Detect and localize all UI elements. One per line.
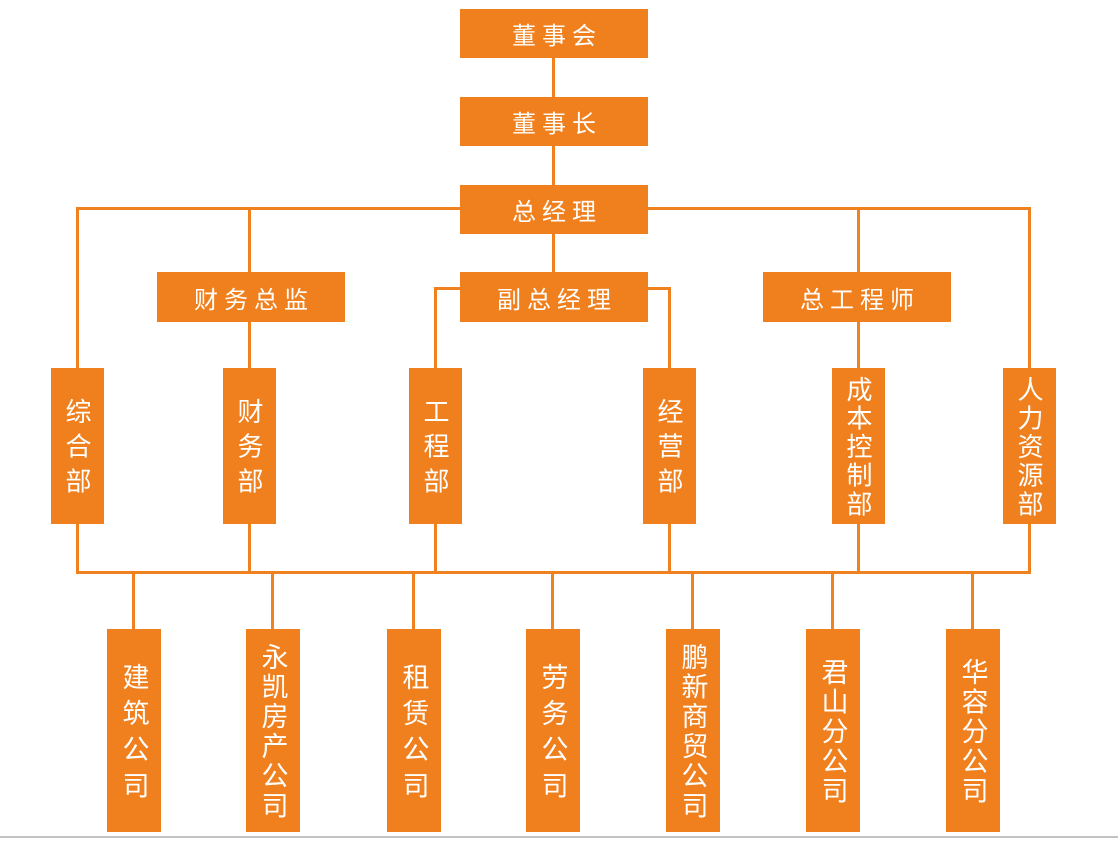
node-dept-general-affairs: 综合部 bbox=[51, 368, 104, 524]
connector-deputy-right-elbow-h bbox=[648, 287, 671, 290]
node-company-huarong-branch-label: 华容分公司 bbox=[957, 657, 988, 807]
connector-deputy-left-elbow-v bbox=[434, 287, 437, 368]
connector-dept1-bus bbox=[76, 524, 79, 574]
connector-dept5-bus bbox=[857, 524, 860, 574]
connector-dept2-bus bbox=[248, 524, 251, 574]
node-general-manager: 总经理 bbox=[460, 185, 648, 234]
connector-board-chairman bbox=[552, 58, 555, 97]
connector-bus-company2 bbox=[271, 571, 274, 630]
connector-bus-company4 bbox=[551, 571, 554, 630]
connector-dept4-bus bbox=[668, 524, 671, 574]
node-company-junshan-branch-label: 君山分公司 bbox=[817, 657, 848, 807]
node-general-manager-label: 总经理 bbox=[512, 199, 602, 226]
connector-bus-company7 bbox=[971, 571, 974, 630]
node-dept-finance: 财务部 bbox=[223, 368, 276, 524]
node-deputy-general-manager: 副总经理 bbox=[460, 272, 648, 322]
node-dept-finance-label: 财务部 bbox=[234, 398, 264, 503]
node-dept-human-resources: 人力资源部 bbox=[1003, 368, 1056, 524]
node-board-of-directors: 董事会 bbox=[460, 9, 648, 58]
connector-bus-hr-dept bbox=[1028, 207, 1031, 368]
node-company-leasing-label: 租赁公司 bbox=[398, 662, 429, 808]
node-company-labor-services: 劳务公司 bbox=[526, 629, 580, 832]
node-chief-engineer-label: 总工程师 bbox=[800, 286, 920, 314]
node-dept-human-resources-label: 人力资源部 bbox=[1014, 375, 1044, 519]
node-finance-director: 财务总监 bbox=[157, 272, 345, 322]
connector-deputy-left-elbow-h bbox=[434, 287, 460, 290]
node-dept-operations-label: 经营部 bbox=[654, 398, 684, 503]
connector-bus-company5 bbox=[691, 571, 694, 630]
connector-chairman-gm bbox=[552, 146, 555, 185]
node-board-of-directors-label: 董事会 bbox=[512, 23, 602, 50]
node-chief-engineer: 总工程师 bbox=[763, 272, 951, 322]
connector-dept3-bus bbox=[434, 524, 437, 574]
node-company-pengxin-trading: 鹏新商贸公司 bbox=[666, 629, 720, 832]
connector-deputy-right-elbow-v bbox=[668, 287, 671, 368]
node-dept-engineering-label: 工程部 bbox=[420, 398, 450, 503]
node-company-junshan-branch: 君山分公司 bbox=[806, 629, 860, 832]
page-bottom-edge bbox=[0, 836, 1118, 838]
node-dept-general-affairs-label: 综合部 bbox=[62, 398, 92, 503]
node-dept-cost-control: 成本控制部 bbox=[832, 368, 885, 524]
node-finance-director-label: 财务总监 bbox=[194, 286, 314, 314]
node-company-yongkai-realestate-label: 永凯房产公司 bbox=[257, 642, 288, 821]
node-company-construction: 建筑公司 bbox=[107, 629, 161, 832]
connector-dept6-bus bbox=[1028, 524, 1031, 574]
connector-bus-company6 bbox=[831, 571, 834, 630]
node-company-yongkai-realestate: 永凯房产公司 bbox=[246, 629, 300, 832]
connector-gm-deputy bbox=[552, 234, 555, 272]
node-chairman-label: 董事长 bbox=[512, 111, 602, 138]
node-company-pengxin-trading-label: 鹏新商贸公司 bbox=[677, 642, 708, 821]
node-dept-engineering: 工程部 bbox=[409, 368, 462, 524]
connector-bus-company1 bbox=[132, 571, 135, 630]
node-company-huarong-branch: 华容分公司 bbox=[946, 629, 1000, 832]
node-company-leasing: 租赁公司 bbox=[387, 629, 441, 832]
node-chairman: 董事长 bbox=[460, 97, 648, 146]
connector-bus-company3 bbox=[412, 571, 415, 630]
connector-bus-general-dept bbox=[76, 207, 79, 368]
node-company-labor-services-label: 劳务公司 bbox=[537, 662, 568, 808]
node-company-construction-label: 建筑公司 bbox=[118, 662, 149, 808]
node-deputy-general-manager-label: 副总经理 bbox=[497, 286, 617, 314]
node-dept-cost-control-label: 成本控制部 bbox=[843, 375, 873, 519]
node-dept-operations: 经营部 bbox=[643, 368, 696, 524]
